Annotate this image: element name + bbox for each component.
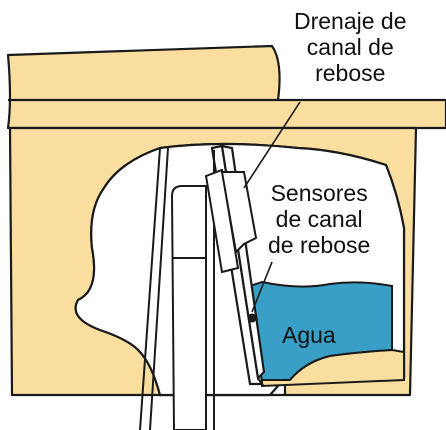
shaft-line-left [139,147,161,430]
label-overflow-drain: Drenaje de canal de rebose [294,8,407,86]
upper-slab [6,44,446,130]
label-overflow-sensors: Sensores de canal de rebose [266,180,373,258]
sensor-housing [204,168,240,274]
channel-floor [261,348,405,388]
label-overflow-sensors-line-3: de rebose [268,232,371,258]
label-water: Agua [282,322,336,348]
leader-sensors [251,261,273,313]
center-column [170,185,207,430]
sensor-bracket [220,171,258,255]
label-overflow-sensors-line-1: Sensores [270,180,368,206]
sensor-probe [247,313,257,323]
shaft-line-left-2 [149,147,169,430]
label-overflow-drain-line-1: Drenaje de [294,8,407,34]
leader-drain [243,101,301,189]
label-overflow-drain-line-2: canal de [306,34,394,60]
label-overflow-sensors-line-2: de canal [275,206,363,232]
label-overflow-drain-line-3: rebose [315,60,386,86]
label-water-text: Agua [282,322,336,348]
